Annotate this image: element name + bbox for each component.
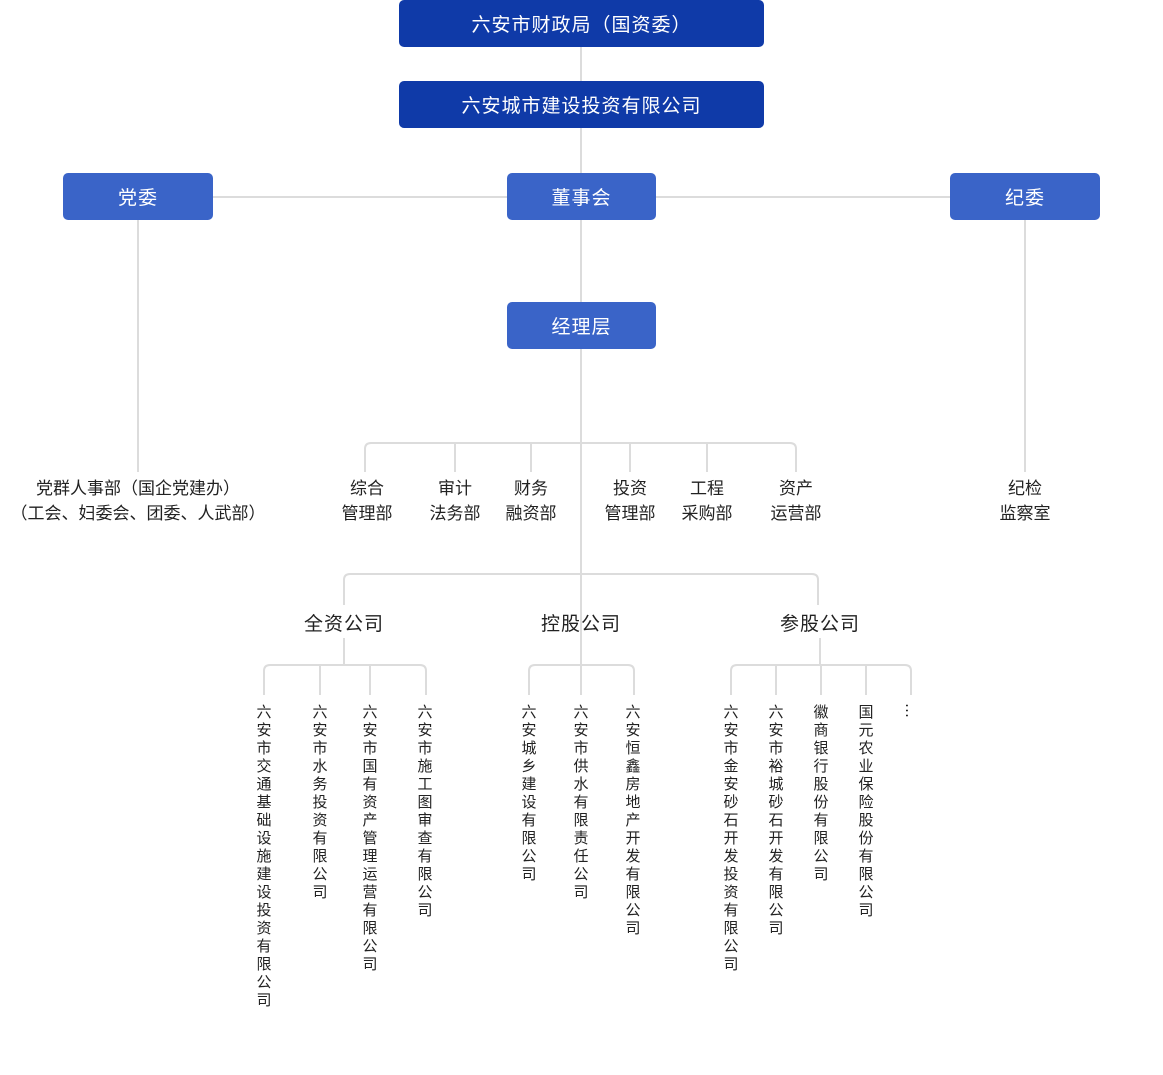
subsidiary-item: 六安市施工图审查有限公司 — [417, 703, 433, 919]
category-shareholding: 参股公司 — [779, 613, 861, 635]
subsidiary-item: 六安市裕城砂石开发有限公司 — [768, 703, 784, 937]
subsidiary-item: 六安市水务投资有限公司 — [312, 703, 328, 901]
company-box: 六安城市建设投资有限公司 — [399, 81, 764, 128]
subsidiary-item: 国元农业保险股份有限公司 — [858, 703, 874, 919]
dept-finance: 财务 融资部 — [506, 477, 557, 527]
finance-bureau-box: 六安市财政局（国资委） — [399, 0, 764, 47]
discipline-committee-box: 纪委 — [950, 173, 1100, 220]
dept-discipline-line2: 监察室 — [999, 504, 1051, 524]
dept-party-hr: 党群人事部（国企党建办） （工会、妇委会、团委、人武部） — [11, 477, 266, 527]
dept-discipline-line1: 纪检 — [1008, 479, 1042, 499]
dept-general: 综合 管理部 — [342, 477, 393, 527]
dept-asset: 资产 运营部 — [771, 477, 822, 527]
subsidiary-item: 徽商银行股份有限公司 — [813, 703, 829, 883]
dept-audit-legal-line2: 法务部 — [429, 504, 481, 524]
category-wholly-owned: 全资公司 — [303, 613, 385, 635]
dept-investment: 投资 管理部 — [605, 477, 656, 527]
category-holding: 控股公司 — [540, 613, 622, 635]
subsidiary-item: 六安城乡建设有限公司 — [521, 703, 537, 883]
subsidiary-item: 六安市国有资产管理运营有限公司 — [362, 703, 378, 973]
subsidiary-item: 六安市供水有限责任公司 — [573, 703, 589, 901]
subsidiary-item: 六安市金安砂石开发投资有限公司 — [723, 703, 739, 973]
dept-audit-legal-line1: 审计 — [438, 479, 472, 499]
subsidiary-item: 六安市交通基础设施建设投资有限公司 — [256, 703, 272, 1009]
dept-investment-line2: 管理部 — [604, 504, 656, 524]
dept-general-line1: 综合 — [350, 479, 384, 499]
dept-general-line2: 管理部 — [341, 504, 393, 524]
dept-investment-line1: 投资 — [613, 479, 647, 499]
dept-asset-line1: 资产 — [779, 479, 813, 499]
party-committee-box: 党委 — [63, 173, 213, 220]
dept-asset-line2: 运营部 — [770, 504, 822, 524]
management-box: 经理层 — [507, 302, 656, 349]
dept-engineering-line1: 工程 — [690, 479, 724, 499]
dept-finance-line1: 财务 — [514, 479, 548, 499]
dept-audit-legal: 审计 法务部 — [430, 477, 481, 527]
dept-engineering: 工程 采购部 — [682, 477, 733, 527]
board-box: 董事会 — [507, 173, 656, 220]
dept-party-hr-line1: 党群人事部（国企党建办） — [36, 479, 240, 499]
dept-discipline: 纪检 监察室 — [1000, 477, 1051, 527]
subsidiary-item: 六安恒鑫房地产开发有限公司 — [625, 703, 641, 937]
dept-party-hr-line2: （工会、妇委会、团委、人武部） — [10, 504, 266, 524]
dept-finance-line2: 融资部 — [505, 504, 557, 524]
dept-engineering-line2: 采购部 — [681, 504, 733, 524]
more-ellipsis: … — [902, 703, 920, 718]
